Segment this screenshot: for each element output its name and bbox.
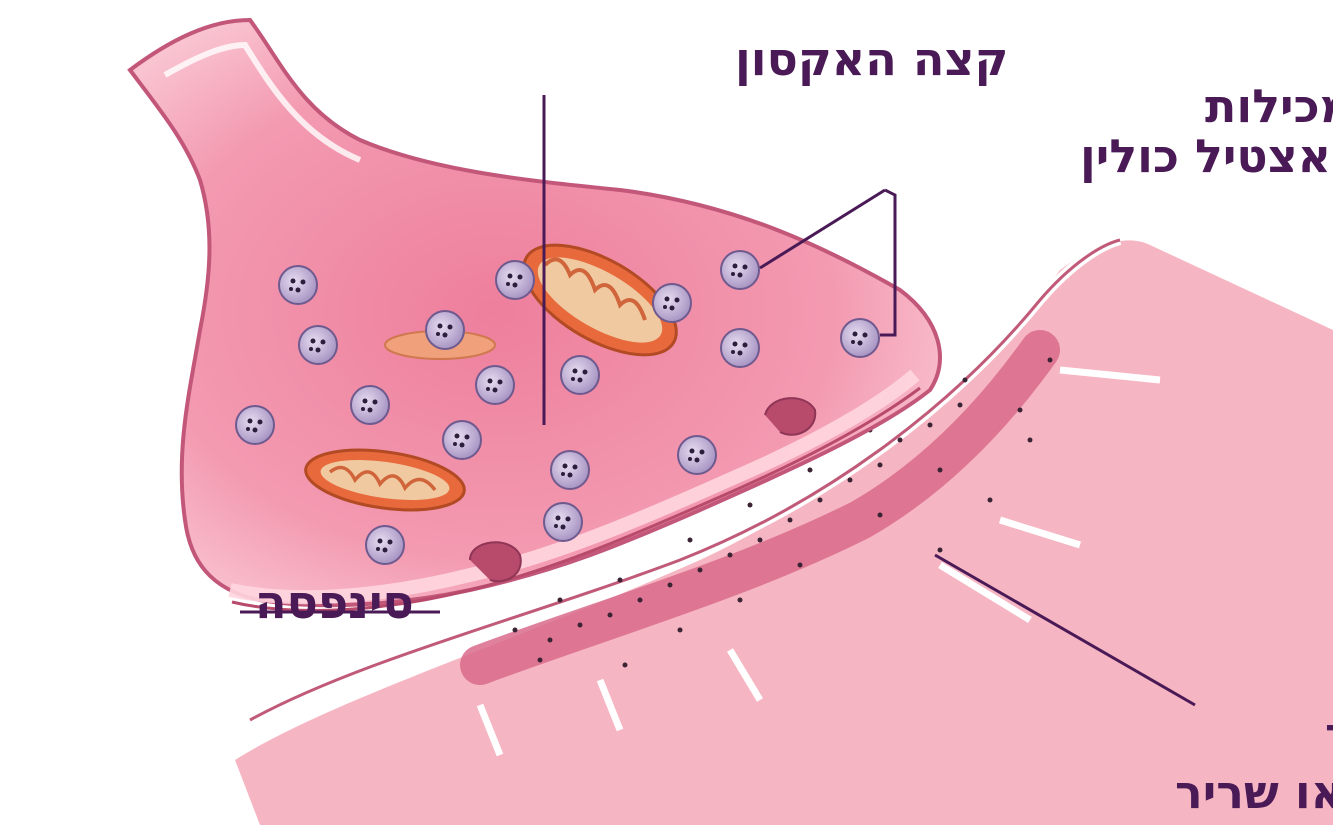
vesicles-label-line2: אצטיל כולין <box>1080 129 1331 183</box>
target-cell-label-line2: או שריר <box>1175 765 1333 819</box>
synapse-label: סינפסה <box>255 575 414 629</box>
axon-terminal-label: קצה האקסון <box>735 32 1008 86</box>
target-cell-label-line1: תא עצב סמוך <box>1325 707 1333 761</box>
vesicles-label-line1: בועיות המכילות <box>1205 79 1333 133</box>
